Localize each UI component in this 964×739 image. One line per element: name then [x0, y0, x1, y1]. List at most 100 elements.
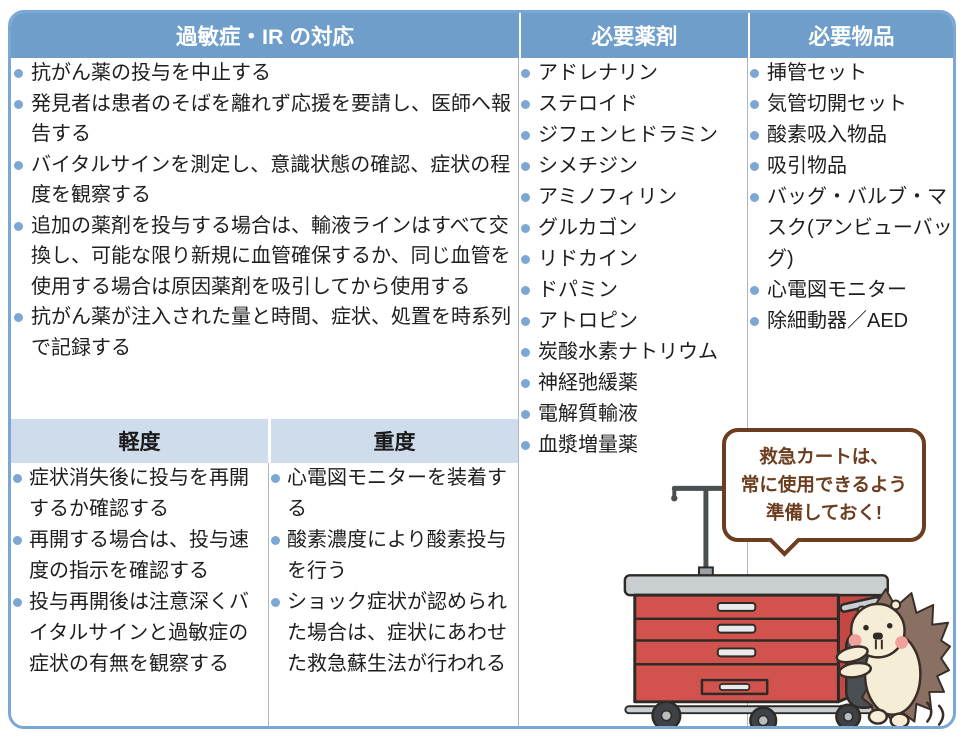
- list-item-text: 症状消失後に投与を再開するか確認する: [29, 467, 249, 520]
- column-required-drugs: アドレナリンステロイドジフェンヒドラミンシメチジンアミノフィリングルカゴンリドカ…: [519, 58, 748, 726]
- severe-list: 心電図モニターを装着する酸素濃度により酸素投与を行うショック症状が認められた場合…: [269, 463, 518, 680]
- bullet-icon: [750, 131, 759, 140]
- hedgehog-character: [835, 588, 951, 726]
- bullet-icon: [14, 221, 23, 231]
- subcolumn-mild: 症状消失後に投与を再開するか確認する再開する場合は、投与速度の指示を確認する投与…: [11, 463, 269, 726]
- subheader-severe: 重度: [271, 419, 518, 463]
- bullet-icon: [13, 598, 22, 607]
- list-item-text: 電解質輸液: [538, 403, 638, 425]
- list-item-text: 再開する場合は、投与速度の指示を確認する: [29, 529, 249, 582]
- column-required-items: 挿管セット気管切開セット酸素吸入物品吸引物品バッグ・バルブ・マスク(アンビューバ…: [748, 58, 953, 726]
- list-item: バイタルサインを測定し、意識状態の確認、症状の程度を観察する: [11, 150, 518, 211]
- list-item: アトロピン: [519, 306, 747, 337]
- bullet-icon: [521, 286, 530, 295]
- header-required-items: 必要物品: [748, 13, 953, 58]
- list-item: 発見者は患者のそばを離れず応援を要請し、医師へ報告する: [11, 89, 518, 150]
- list-item-text: アトロピン: [538, 310, 638, 332]
- list-item: 電解質輸液: [519, 399, 747, 430]
- list-item: 酸素濃度により酸素投与を行う: [269, 525, 518, 587]
- list-item: バッグ・バルブ・マスク(アンビューバッグ): [748, 182, 953, 275]
- bullet-icon: [521, 348, 530, 357]
- bullet-icon: [521, 441, 530, 450]
- list-item: 気管切開セット: [748, 89, 953, 120]
- bullet-icon: [271, 536, 280, 545]
- table-body: 抗がん薬の投与を中止する発見者は患者のそばを離れず応援を要請し、医師へ報告するバ…: [11, 58, 953, 726]
- list-item-text: 血漿増量薬: [538, 434, 638, 456]
- list-item-text: 吸引物品: [767, 155, 847, 177]
- list-item-text: 気管切開セット: [767, 93, 907, 115]
- list-item-text: 炭酸水素ナトリウム: [538, 341, 718, 363]
- bullet-icon: [521, 162, 530, 171]
- bullet-icon: [750, 286, 759, 295]
- speech-bubble-line: 常に使用できるよう: [740, 473, 908, 495]
- list-item-text: ステロイド: [538, 93, 638, 115]
- list-item: ショック症状が認められた場合は、症状にあわせた救急蘇生法が行われる: [269, 587, 518, 680]
- header-hypersensitivity-response: 過敏症・IR の対応: [11, 13, 519, 58]
- list-item: ステロイド: [519, 89, 747, 120]
- list-item-text: 追加の薬剤を投与する場合は、輸液ラインはすべて交換し、可能な限り新規に血管確保す…: [31, 214, 511, 298]
- emergency-cart-illustration: [623, 485, 951, 726]
- list-item: 除細動器／AED: [748, 306, 953, 337]
- list-item: 心電図モニター: [748, 275, 953, 306]
- list-item-text: バッグ・バルブ・マスク(アンビューバッグ): [767, 186, 953, 270]
- list-item: 心電図モニターを装着する: [269, 463, 518, 525]
- bullet-icon: [271, 598, 280, 607]
- bullet-icon: [521, 69, 530, 78]
- list-item-text: シメチジン: [538, 155, 638, 177]
- list-item: 投与再開後は注意深くバイタルサインと過敏症の症状の有無を観察する: [11, 587, 268, 680]
- bullet-icon: [521, 193, 530, 202]
- cart-wheels: [651, 700, 862, 726]
- severity-body-row: 症状消失後に投与を再開するか確認する再開する場合は、投与速度の指示を確認する投与…: [11, 463, 518, 726]
- subheader-mild: 軽度: [11, 419, 268, 463]
- bullet-icon: [521, 100, 530, 109]
- list-item-text: バイタルサインを測定し、意識状態の確認、症状の程度を観察する: [31, 153, 511, 207]
- list-item: リドカイン: [519, 244, 747, 275]
- list-item-text: 神経弛緩薬: [538, 372, 638, 394]
- bullet-icon: [750, 100, 759, 109]
- list-item: ジフェンヒドラミン: [519, 120, 747, 151]
- speech-bubble-line: 救急カートは、: [759, 446, 889, 467]
- list-item: 再開する場合は、投与速度の指示を確認する: [11, 525, 268, 587]
- speech-bubble: 救急カートは、 常に使用できるよう 準備しておく!: [722, 428, 926, 543]
- list-item-text: 酸素濃度により酸素投与を行う: [287, 529, 507, 582]
- list-item-text: ドパミン: [538, 279, 618, 301]
- list-item: シメチジン: [519, 151, 747, 182]
- motion-lines-icon: [926, 701, 945, 726]
- list-item: アミノフィリン: [519, 182, 747, 213]
- list-item: ドパミン: [519, 275, 747, 306]
- list-item-text: ショック症状が認められた場合は、症状にあわせた救急蘇生法が行われる: [287, 591, 507, 675]
- list-item-text: 抗がん薬が注入された量と時間、症状、処置を時系列で記録する: [31, 306, 511, 359]
- severity-header-row: 軽度 重度: [11, 419, 518, 463]
- list-item-text: 心電図モニター: [767, 279, 907, 301]
- table-header-row: 過敏症・IR の対応 必要薬剤 必要物品: [11, 13, 953, 58]
- bullet-icon: [13, 474, 22, 483]
- bullet-icon: [521, 410, 530, 419]
- bullet-icon: [750, 193, 759, 202]
- list-item: 症状消失後に投与を再開するか確認する: [11, 463, 268, 525]
- list-item: 追加の薬剤を投与する場合は、輸液ラインはすべて交換し、可能な限り新規に血管確保す…: [11, 211, 518, 303]
- list-item: 神経弛緩薬: [519, 368, 747, 399]
- list-item-text: 抗がん薬の投与を中止する: [31, 62, 271, 84]
- bullet-icon: [14, 160, 23, 170]
- list-item: 吸引物品: [748, 151, 953, 182]
- bullet-icon: [13, 536, 22, 545]
- response-list: 抗がん薬の投与を中止する発見者は患者のそばを離れず応援を要請し、医師へ報告するバ…: [11, 58, 518, 419]
- bullet-icon: [521, 255, 530, 264]
- list-item-text: 挿管セット: [767, 62, 867, 84]
- list-item: 挿管セット: [748, 58, 953, 89]
- list-item: 血漿増量薬: [519, 430, 747, 461]
- bullet-icon: [14, 99, 23, 109]
- list-item-text: 除細動器／AED: [767, 310, 909, 332]
- bullet-icon: [521, 317, 530, 326]
- item-list: 挿管セット気管切開セット酸素吸入物品吸引物品バッグ・バルブ・マスク(アンビューバ…: [748, 58, 953, 337]
- list-item: 抗がん薬の投与を中止する: [11, 58, 518, 89]
- bullet-icon: [521, 224, 530, 233]
- subcolumn-severe: 心電図モニターを装着する酸素濃度により酸素投与を行うショック症状が認められた場合…: [269, 463, 518, 726]
- bullet-icon: [14, 69, 23, 78]
- bullet-icon: [14, 313, 23, 322]
- bullet-icon: [750, 69, 759, 78]
- bullet-icon: [521, 131, 530, 140]
- bullet-icon: [271, 474, 280, 483]
- list-item-text: グルカゴン: [538, 217, 638, 239]
